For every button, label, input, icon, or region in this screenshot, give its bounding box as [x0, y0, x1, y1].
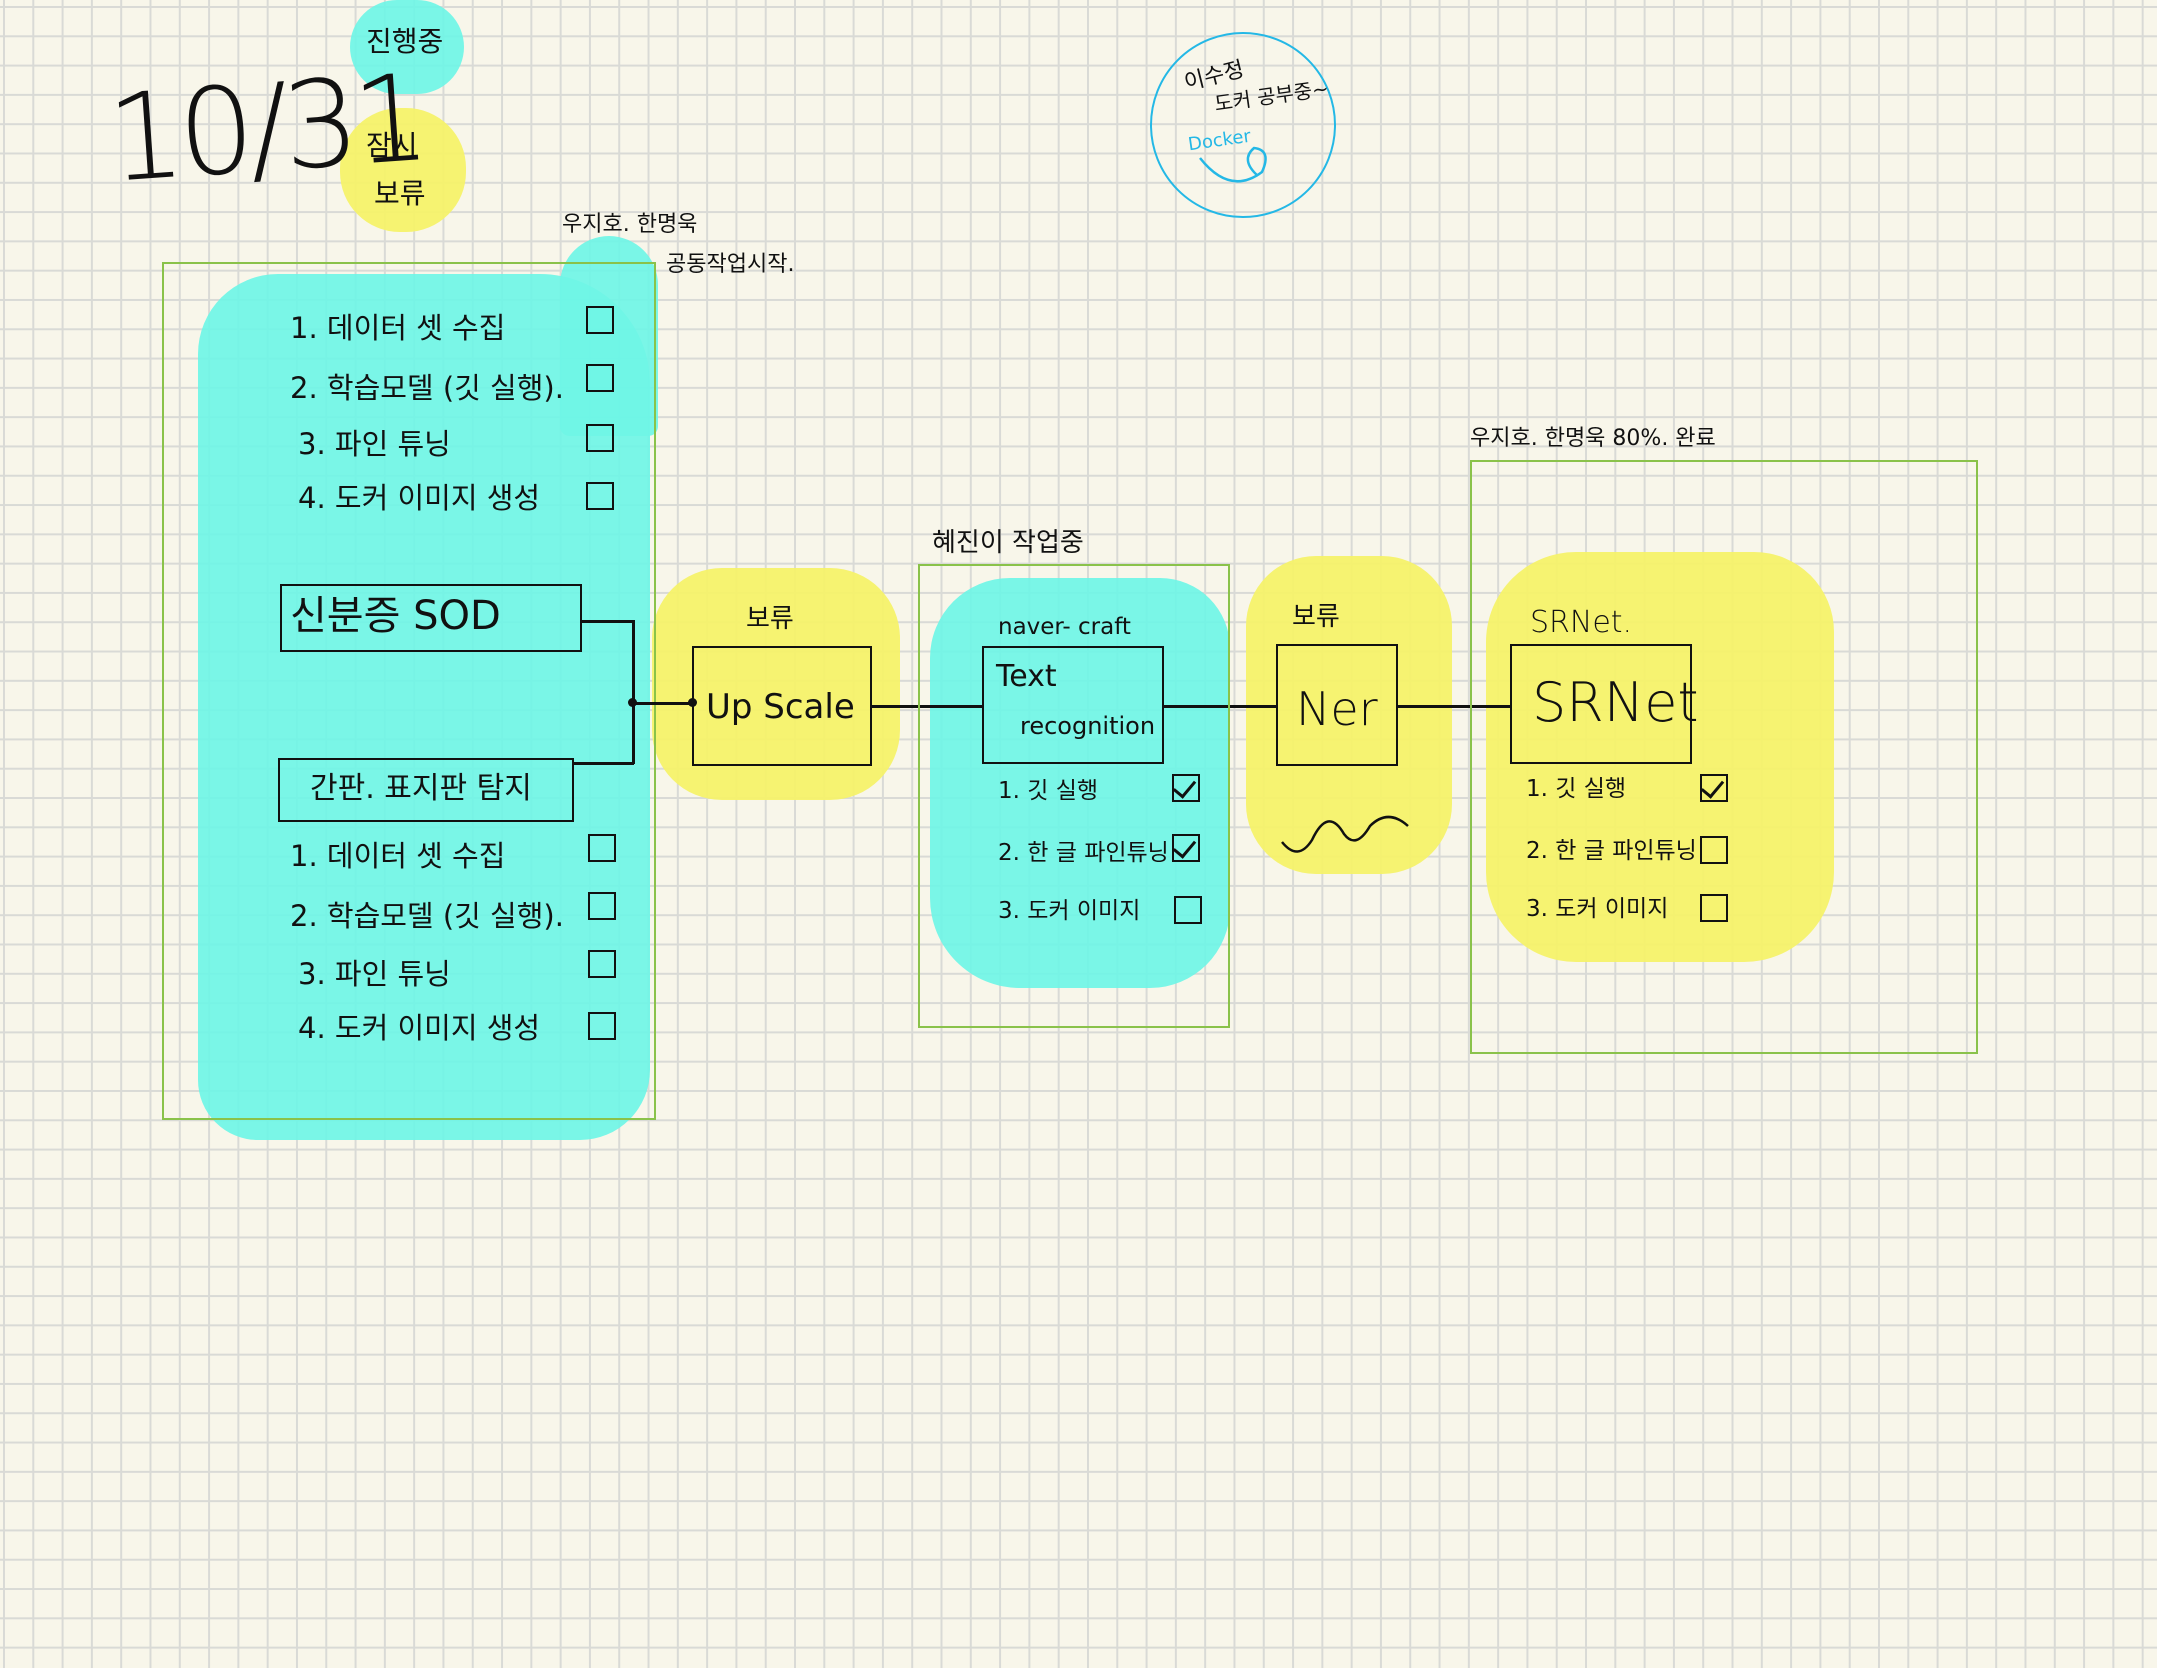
srnet-task-1-checkbox[interactable]	[1700, 774, 1728, 802]
id-card-sod-label: 신분증 SOD	[290, 593, 501, 639]
sod-top-task-1: 1. 데이터 셋 수집	[290, 311, 506, 345]
text-recognition-frame	[918, 564, 1230, 1028]
srnet-label: SRNet	[1532, 671, 1699, 734]
sod-note-line-2: 공동작업시작.	[666, 252, 795, 277]
id-card-sod-box[interactable]: 신분증 SOD	[280, 584, 582, 652]
legend-on-hold-label-2: 보류	[374, 177, 426, 210]
srnet-subtitle: SRNet.	[1530, 605, 1633, 640]
srnet-task-3: 3. 도커 이미지	[1526, 896, 1669, 922]
connector-ner-to-srnet	[1396, 705, 1512, 708]
connector-sign	[572, 762, 634, 765]
srnet-highlight	[1486, 552, 1834, 962]
in-progress-legend-dot	[350, 0, 464, 94]
srnet-task-2: 2. 한 글 파인튜닝	[1526, 838, 1697, 864]
text-recognition-task-3: 3. 도커 이미지	[998, 898, 1141, 924]
sod-top-task-4-checkbox[interactable]	[586, 482, 614, 510]
sod-highlight-top	[560, 236, 658, 436]
srnet-task-2-checkbox[interactable]	[1700, 836, 1728, 864]
srnet-box[interactable]: SRNet	[1510, 644, 1699, 764]
text-recognition-box[interactable]: Text recognition	[982, 646, 1164, 764]
srnet-task-3-checkbox[interactable]	[1700, 894, 1728, 922]
text-recognition-task-2-checkbox[interactable]	[1172, 834, 1200, 862]
sod-bottom-task-1-checkbox[interactable]	[588, 834, 616, 862]
connector-sod-vertical	[632, 620, 635, 764]
sign-detection-box[interactable]: 간판. 표지판 탐지	[278, 758, 574, 822]
sod-top-task-2-checkbox[interactable]	[586, 364, 614, 392]
connector-to-upscale	[632, 702, 694, 705]
sod-top-task-2: 2. 학습모델 (깃 실행).	[290, 371, 564, 405]
sod-note-line-1: 우지호. 한명욱	[562, 212, 698, 237]
sod-bottom-task-2-checkbox[interactable]	[588, 892, 616, 920]
text-recognition-label-2: recognition	[1020, 712, 1156, 740]
sod-top-task-3-checkbox[interactable]	[586, 424, 614, 452]
sod-top-task-4: 4. 도커 이미지 생성	[298, 481, 541, 515]
srnet-frame	[1470, 460, 1978, 1054]
legend-on-hold-label-1: 잠시	[366, 129, 418, 162]
sod-bottom-task-3: 3. 파인 튜닝	[298, 957, 451, 991]
on-hold-legend-dot	[340, 108, 466, 232]
sod-top-task-3: 3. 파인 튜닝	[298, 427, 451, 461]
connector-junction-dot	[628, 698, 637, 707]
text-recognition-task-3-checkbox[interactable]	[1174, 896, 1202, 924]
sod-bottom-task-3-checkbox[interactable]	[588, 950, 616, 978]
upscale-box[interactable]: Up Scale	[692, 646, 872, 766]
srnet-task-1: 1. 깃 실행	[1526, 776, 1627, 802]
ner-label: Ner	[1296, 682, 1378, 736]
sod-bottom-task-1: 1. 데이터 셋 수집	[290, 839, 506, 873]
text-recognition-task-1-checkbox[interactable]	[1172, 774, 1200, 802]
connector-sod-top	[580, 620, 634, 623]
ner-box[interactable]: Ner	[1276, 644, 1398, 766]
connector-text-to-ner	[1162, 705, 1278, 708]
connector-upscale-to-text	[870, 705, 984, 708]
sign-detection-label: 간판. 표지판 탐지	[310, 771, 532, 806]
docker-note-circle	[1150, 32, 1336, 218]
sod-top-task-1-checkbox[interactable]	[586, 306, 614, 334]
sod-group-frame	[162, 262, 656, 1120]
sod-bottom-task-2: 2. 학습모델 (깃 실행).	[290, 899, 564, 933]
text-recognition-subtitle: naver- craft	[998, 614, 1131, 640]
upscale-status: 보류	[746, 604, 794, 634]
sod-bottom-task-4: 4. 도커 이미지 생성	[298, 1011, 541, 1045]
text-recognition-note: 혜진이 작업중	[932, 528, 1084, 558]
text-recognition-task-2: 2. 한 글 파인튜닝	[998, 840, 1169, 866]
srnet-note: 우지호. 한명욱 80%. 완료	[1470, 426, 1716, 451]
upscale-label: Up Scale	[706, 687, 855, 727]
text-recognition-task-1: 1. 깃 실행	[998, 778, 1099, 804]
text-recognition-label-1: Text	[996, 659, 1057, 694]
ner-status: 보류	[1292, 602, 1340, 632]
legend-in-progress-label: 진행중	[366, 25, 444, 58]
sod-bottom-task-4-checkbox[interactable]	[588, 1012, 616, 1040]
